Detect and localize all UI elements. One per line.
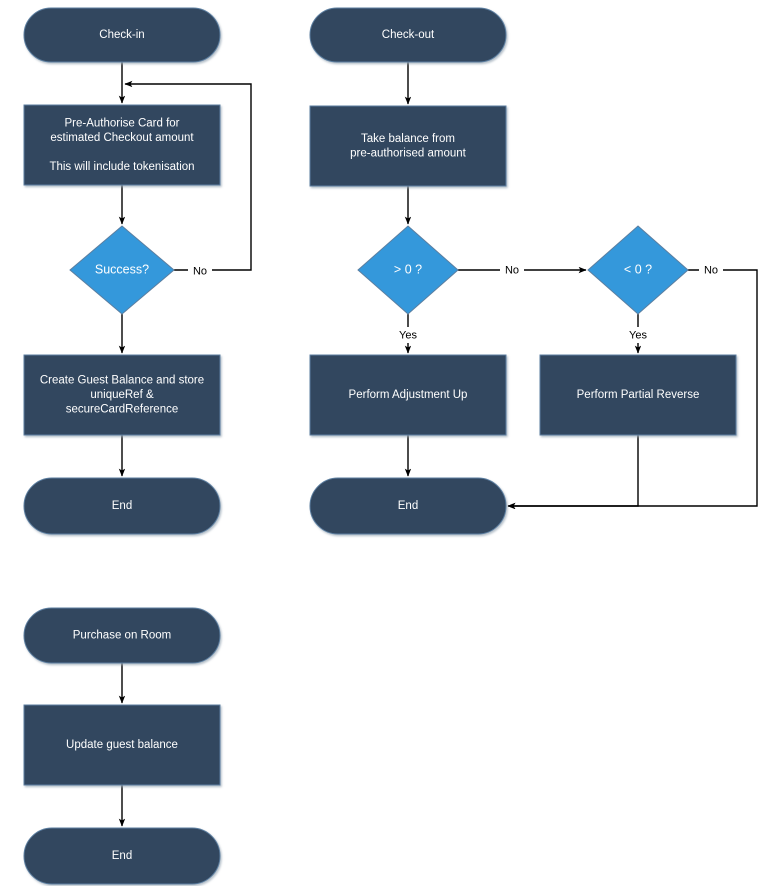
node-shape[interactable] bbox=[309, 7, 507, 63]
node-shape[interactable] bbox=[539, 354, 737, 436]
node-success-decision[interactable]: Success? bbox=[69, 225, 175, 315]
node-greater-than-zero-decision[interactable]: > 0 ? bbox=[357, 225, 459, 315]
edge-partial-reverse-to-end bbox=[507, 435, 639, 510]
edge-path bbox=[507, 435, 639, 510]
node-shape[interactable] bbox=[309, 477, 507, 535]
edge-greater-than-zero-yes-to-adjustment-up: Yes bbox=[396, 314, 420, 354]
edge-label: Yes bbox=[399, 329, 417, 341]
edge-label: No bbox=[193, 265, 207, 277]
node-shape[interactable] bbox=[309, 354, 507, 436]
node-shape[interactable] bbox=[23, 704, 221, 786]
edge-less-than-zero-yes-to-partial-reverse: Yes bbox=[626, 314, 650, 354]
edge-label-backing bbox=[500, 262, 524, 278]
node-purchase-on-room[interactable]: Purchase on Room bbox=[23, 607, 221, 664]
node-shape[interactable] bbox=[309, 105, 507, 187]
edge-label-backing bbox=[626, 327, 650, 343]
edge-label-backing bbox=[188, 263, 212, 279]
node-perform-partial-reverse[interactable]: Perform Partial Reverse bbox=[539, 354, 737, 436]
node-shape[interactable] bbox=[23, 607, 221, 664]
node-check-out-end[interactable]: End bbox=[309, 477, 507, 535]
edge-label: No bbox=[704, 264, 718, 276]
node-update-guest-balance[interactable]: Update guest balance bbox=[23, 704, 221, 786]
edge-label: No bbox=[505, 264, 519, 276]
node-create-guest-balance[interactable]: Create Guest Balance and storeuniqueRef … bbox=[23, 354, 221, 436]
edge-label: Yes bbox=[629, 329, 647, 341]
node-shape[interactable] bbox=[23, 354, 221, 436]
node-perform-adjustment-up[interactable]: Perform Adjustment Up bbox=[309, 354, 507, 436]
edge-label-backing bbox=[699, 262, 723, 278]
node-shape[interactable] bbox=[23, 477, 221, 535]
node-check-out[interactable]: Check-out bbox=[309, 7, 507, 63]
edge-success-no-loopback: No bbox=[124, 80, 252, 279]
node-purchase-end[interactable]: End bbox=[23, 827, 221, 885]
node-shape[interactable] bbox=[587, 225, 689, 315]
node-less-than-zero-decision[interactable]: < 0 ? bbox=[587, 225, 689, 315]
node-check-in[interactable]: Check-in bbox=[23, 7, 221, 63]
node-shape[interactable] bbox=[23, 7, 221, 63]
edge-path bbox=[124, 80, 252, 271]
edge-greater-than-zero-no-to-less-than-zero: No bbox=[458, 262, 587, 278]
node-shape[interactable] bbox=[357, 225, 459, 315]
node-shape[interactable] bbox=[69, 225, 175, 315]
edge-label-backing bbox=[396, 327, 420, 343]
node-shape[interactable] bbox=[23, 827, 221, 885]
node-check-in-end[interactable]: End bbox=[23, 477, 221, 535]
node-shape[interactable] bbox=[23, 104, 221, 186]
